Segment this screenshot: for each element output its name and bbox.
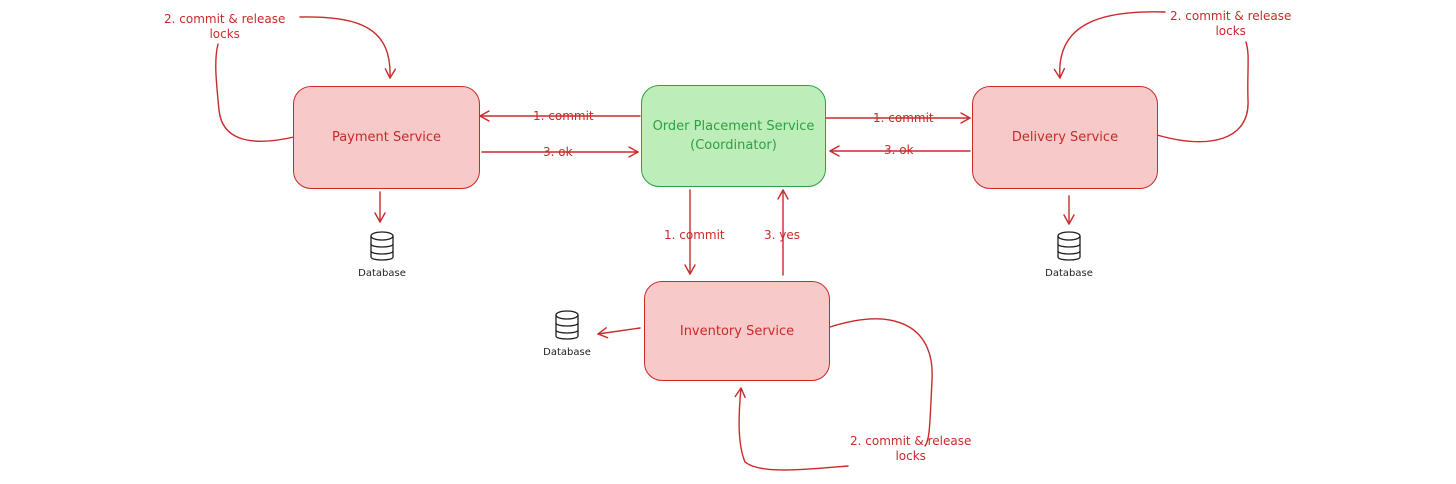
payment-database-label: Database (358, 268, 406, 279)
note-delivery-release: 2. commit & release locks (1170, 9, 1291, 39)
delivery-service-box: Delivery Service (972, 86, 1158, 189)
note-payment-release: 2. commit & release locks (164, 12, 285, 42)
coordinator-subtitle: (Coordinator) (690, 138, 777, 153)
label-delivery-commit: 1. commit (873, 111, 934, 125)
inventory-service-label: Inventory Service (679, 323, 795, 339)
payment-service-box: Payment Service (293, 86, 480, 189)
loop-payment (215, 43, 295, 142)
note-inventory-line2: locks (895, 449, 926, 463)
inventory-database-label: Database (543, 347, 591, 358)
loop-payment-head (299, 16, 397, 79)
delivery-database: Database (1037, 230, 1101, 280)
loop-inventory-head (734, 387, 849, 471)
loop-inventory (829, 318, 933, 447)
delivery-service-label: Delivery Service (1011, 130, 1119, 145)
coordinator-service-box: Order Placement Service (Coordinator) (641, 85, 826, 187)
note-payment-line1: 2. commit & release (164, 12, 286, 26)
note-payment-line2: locks (209, 27, 240, 41)
coordinator-label: Order Placement Service (Coordinator) (653, 117, 815, 155)
label-delivery-ok: 3. ok (884, 143, 914, 157)
delivery-database-label: Database (1045, 268, 1093, 279)
note-delivery-line1: 2. commit & release (1170, 9, 1292, 23)
label-inventory-commit: 1. commit (664, 228, 725, 242)
note-inventory-line1: 2. commit & release (850, 434, 972, 448)
database-icon (370, 231, 394, 261)
note-inventory-release: 2. commit & release locks (850, 434, 971, 464)
payment-database: Database (350, 230, 414, 280)
arrow-inventory-db (597, 327, 641, 339)
database-icon (555, 310, 579, 340)
loop-delivery-head (1053, 11, 1166, 79)
inventory-service-box: Inventory Service (644, 281, 830, 381)
loop-delivery (1156, 41, 1249, 143)
label-inventory-yes: 3. yes (764, 228, 800, 242)
payment-service-label: Payment Service (331, 130, 442, 145)
coordinator-title: Order Placement Service (652, 119, 815, 134)
label-payment-commit: 1. commit (533, 109, 594, 123)
label-payment-ok: 3. ok (543, 145, 573, 159)
note-delivery-line2: locks (1215, 24, 1246, 38)
database-icon (1057, 231, 1081, 261)
inventory-database: Database (535, 309, 599, 359)
